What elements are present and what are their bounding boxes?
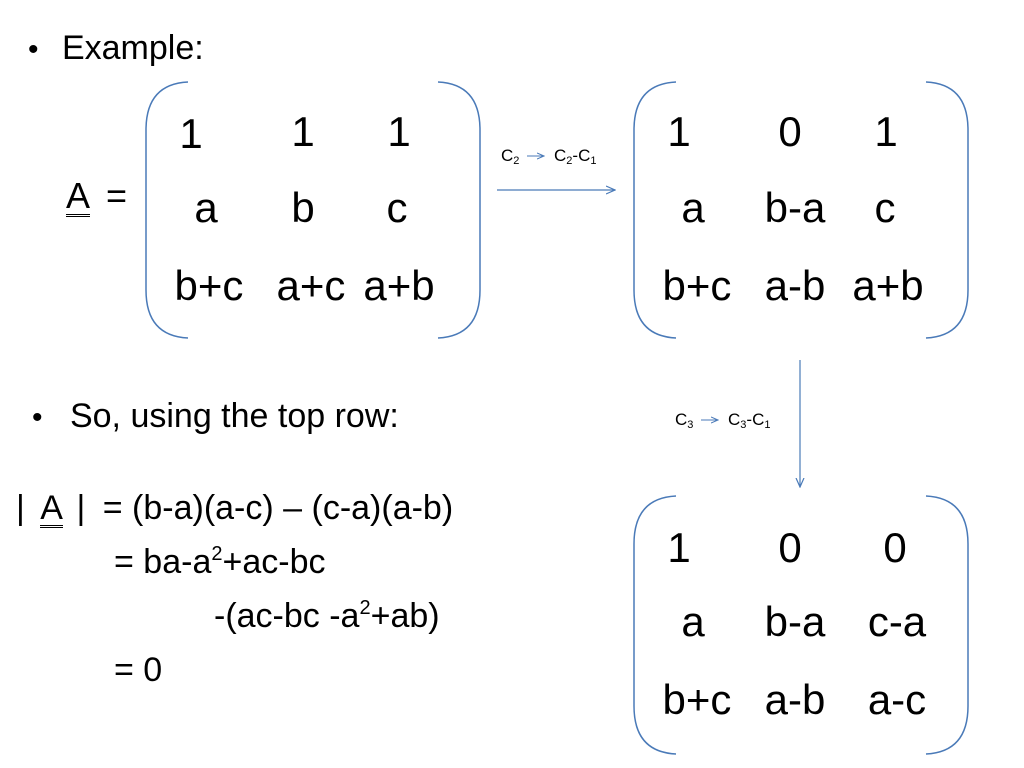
matrix1-cell: a <box>194 184 218 231</box>
op2-subtrahend-sub: 1 <box>764 419 771 431</box>
op1-col-b: C <box>578 146 591 165</box>
matrix3-cell: b+c <box>662 676 732 723</box>
bullet-so: • So, using the top row: <box>32 396 399 438</box>
bullet-example: • Example: <box>28 28 204 70</box>
op2-col: C <box>675 410 688 429</box>
matrix2-cell: b+c <box>662 262 732 309</box>
matrix1-cell: b <box>291 184 315 231</box>
matrix1-cell: 1 <box>291 108 315 155</box>
op1-col: C <box>501 146 514 165</box>
matrix3-cell: 0 <box>778 524 802 571</box>
op1-subtrahend-sub: 1 <box>590 155 597 167</box>
op2-col-a: C <box>728 410 741 429</box>
determinant-line-3: -(ac-bc -a2+ab) <box>214 596 440 636</box>
matrix2-cell: a+b <box>852 262 924 309</box>
matrix3-left-bracket <box>633 495 677 755</box>
op1-minus: - <box>572 146 579 165</box>
matrix2-cell: 0 <box>778 108 802 155</box>
det-line4: = 0 <box>114 651 163 689</box>
det-line3-b: +ab) <box>370 597 440 635</box>
det-bar-right: | <box>76 489 86 527</box>
determinant-line-4: = 0 <box>114 650 162 690</box>
matrix1-left-bracket <box>145 81 189 339</box>
op2-minuend-sub: 3 <box>740 419 747 431</box>
det-line2-sup: 2 <box>211 543 223 565</box>
matrix1-cell: b+c <box>174 262 244 309</box>
matrix2-cell: c <box>874 184 896 231</box>
op1-col-a: C <box>554 146 567 165</box>
matrix3-cell: a-c <box>867 676 927 723</box>
matrix3-cell: a <box>681 598 705 645</box>
matrix2-cell: 1 <box>874 108 898 155</box>
matrix3-cell: 1 <box>667 524 691 571</box>
matrix1-cell: a+c <box>276 262 346 309</box>
determinant-line-1: | A | = (b-a)(a-c) – (c-a)(a-b) <box>16 488 453 528</box>
matrix-symbol: A <box>66 175 91 217</box>
matrix3-cell: b-a <box>764 598 826 645</box>
op1-minuend-sub: 2 <box>566 155 573 167</box>
determinant-line-2: = ba-a2+ac-bc <box>114 542 325 582</box>
matrix1-right-bracket <box>437 81 481 339</box>
matrix2-cell: a-b <box>764 262 826 309</box>
matrix3-cell: c-a <box>867 598 927 645</box>
bullet-dot: • <box>28 33 39 66</box>
equals-sign: = <box>106 175 128 216</box>
op1-target-sub: 2 <box>513 155 520 167</box>
matrix2-cell: 1 <box>667 108 691 155</box>
matrix1-cell: c <box>386 184 408 231</box>
op2-target-sub: 3 <box>687 419 694 431</box>
op2-col-b: C <box>752 410 765 429</box>
matrix1-cell: 1 <box>387 108 411 155</box>
matrix2-cell: b-a <box>764 184 826 231</box>
bullet-example-text: Example: <box>61 29 204 67</box>
det-line3-a: -(ac-bc -a <box>214 597 360 635</box>
matrix2-cell: a <box>681 184 705 231</box>
det-line2-a: = ba-a <box>114 543 212 581</box>
op2-minus: - <box>746 410 753 429</box>
det-line1-text: = (b-a)(a-c) – (c-a)(a-b) <box>102 489 454 527</box>
bullet-so-text: So, using the top row: <box>69 397 399 435</box>
det-line3-sup: 2 <box>359 597 371 619</box>
matrix1-cell: 1 <box>179 110 203 157</box>
op1-expression: C2-C1 <box>554 146 596 171</box>
matrix3-cell: a-b <box>764 676 826 723</box>
matrix3-right-bracket <box>925 495 969 755</box>
bullet-dot: • <box>32 401 43 434</box>
op2-target: C3 <box>675 410 693 435</box>
matrix2-right-bracket <box>925 81 969 339</box>
matrix2-left-bracket <box>633 81 677 339</box>
det-line2-b: +ac-bc <box>222 543 326 581</box>
op1-target: C2 <box>501 146 519 171</box>
matrix3-cell: 0 <box>883 524 907 571</box>
det-symbol: A <box>40 489 63 528</box>
matrix-label: A = <box>66 176 127 217</box>
matrix1-cell: a+b <box>363 262 435 309</box>
op2-expression: C3-C1 <box>728 410 770 435</box>
det-bar-left: | <box>16 489 25 527</box>
